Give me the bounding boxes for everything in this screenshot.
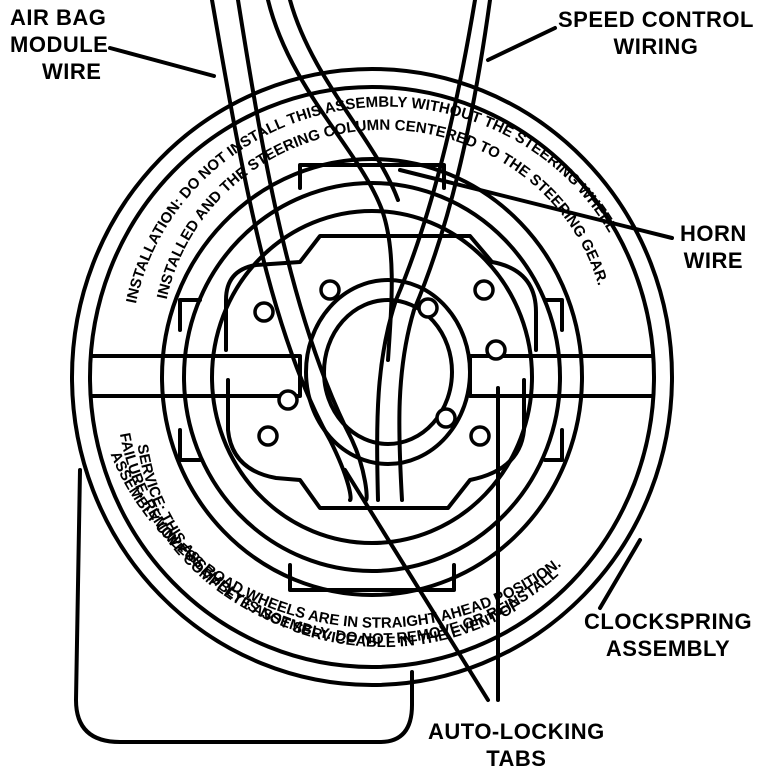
- lower-plate: [226, 378, 526, 510]
- housing-rim: [88, 85, 656, 669]
- outer-housing: [70, 67, 674, 687]
- column-bracket: [74, 468, 414, 744]
- leader-horn: [398, 168, 674, 240]
- speed-control-wiring: [375, 0, 477, 502]
- leader-tab-left: [343, 468, 490, 702]
- upper-plate: [224, 234, 538, 352]
- leader-air-bag: [108, 46, 216, 78]
- label-air-bag-module-wire: AIR BAG MODULE WIRE: [10, 5, 109, 84]
- air-bag-module-wire: [210, 0, 353, 502]
- label-auto-locking-tabs: AUTO-LOCKING TABS: [428, 719, 605, 771]
- horn-wire: [266, 0, 394, 362]
- label-clockspring-assembly: CLOCKSPRING ASSEMBLY: [584, 609, 753, 661]
- leader-clockspring: [598, 538, 642, 610]
- label-horn-wire: HORN WIRE: [680, 221, 747, 273]
- rotor-ring: [182, 181, 562, 573]
- text-band-inner: [160, 157, 584, 597]
- leader-speed: [486, 26, 557, 62]
- label-speed-control-wiring: SPEED CONTROL WIRING: [558, 7, 754, 59]
